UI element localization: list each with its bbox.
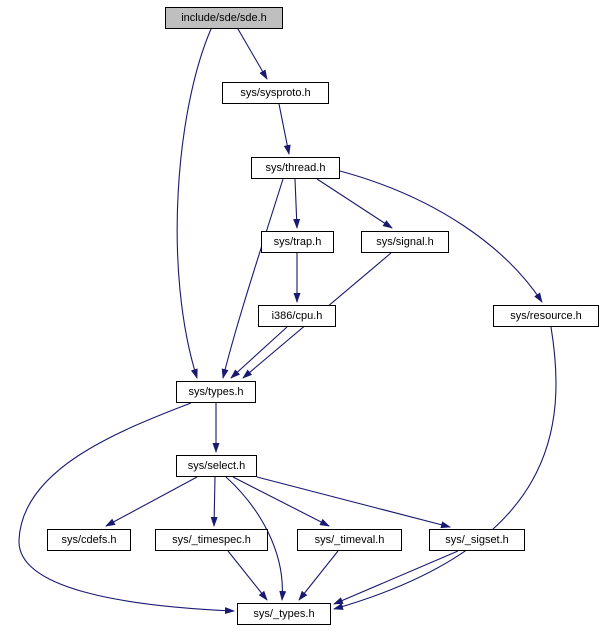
node-include-sde-sde-h: include/sde/sde.h bbox=[165, 7, 283, 29]
node-sys-cdefs-h[interactable]: sys/cdefs.h bbox=[47, 529, 131, 551]
edge-sys-timeval-h-to-sys-types-h bbox=[298, 550, 339, 601]
node-sys-sysproto-h[interactable]: sys/sysproto.h bbox=[222, 82, 329, 104]
edge-sys-thread-h-to-sys-trap-h bbox=[293, 178, 301, 229]
edge-sys-select-h-to-sys-sigset-h bbox=[256, 476, 451, 529]
node-i386-cpu-h[interactable]: i386/cpu.h bbox=[258, 305, 336, 327]
edge-sys-sysproto-h-to-sys-thread-h bbox=[278, 103, 291, 155]
edge-sys-select-h-to-sys-cdefs-h bbox=[105, 476, 198, 527]
edge-i386-cpu-h-to-sys-types-h bbox=[230, 326, 288, 379]
node-sys-sigset-h[interactable]: sys/_sigset.h bbox=[429, 529, 525, 551]
edge-sys-thread-h-to-sys-types-h bbox=[221, 178, 284, 379]
edge-sys-select-h-to-sys-timespec-h bbox=[210, 476, 218, 527]
edge-include-sde-sde-h-to-sys-sysproto-h bbox=[237, 28, 268, 80]
node-sys-types-h[interactable]: sys/_types.h bbox=[237, 603, 331, 625]
edge-sys-sigset-h-to-sys-types-h bbox=[333, 550, 459, 605]
node-sys-timespec-h[interactable]: sys/_timespec.h bbox=[155, 529, 268, 551]
edge-sys-types-h-to-sys-types-h bbox=[18, 402, 235, 615]
edge-sys-resource-h-to-sys-types-h bbox=[333, 326, 557, 610]
node-sys-thread-h[interactable]: sys/thread.h bbox=[251, 157, 340, 179]
edge-sys-thread-h-to-sys-signal-h bbox=[316, 178, 393, 229]
node-sys-trap-h[interactable]: sys/trap.h bbox=[261, 231, 334, 253]
node-sys-timeval-h[interactable]: sys/_timeval.h bbox=[297, 529, 402, 551]
node-sys-types-h[interactable]: sys/types.h bbox=[176, 381, 256, 403]
node-sys-resource-h[interactable]: sys/resource.h bbox=[493, 305, 599, 327]
edge-sys-thread-h-to-sys-resource-h bbox=[339, 170, 543, 303]
node-sys-select-h[interactable]: sys/select.h bbox=[176, 455, 257, 477]
node-sys-signal-h[interactable]: sys/signal.h bbox=[361, 231, 449, 253]
edge-include-sde-sde-h-to-sys-types-h bbox=[176, 28, 212, 379]
edge-sys-select-h-to-sys-timeval-h bbox=[232, 476, 330, 527]
edge-sys-timespec-h-to-sys-types-h bbox=[227, 550, 268, 601]
